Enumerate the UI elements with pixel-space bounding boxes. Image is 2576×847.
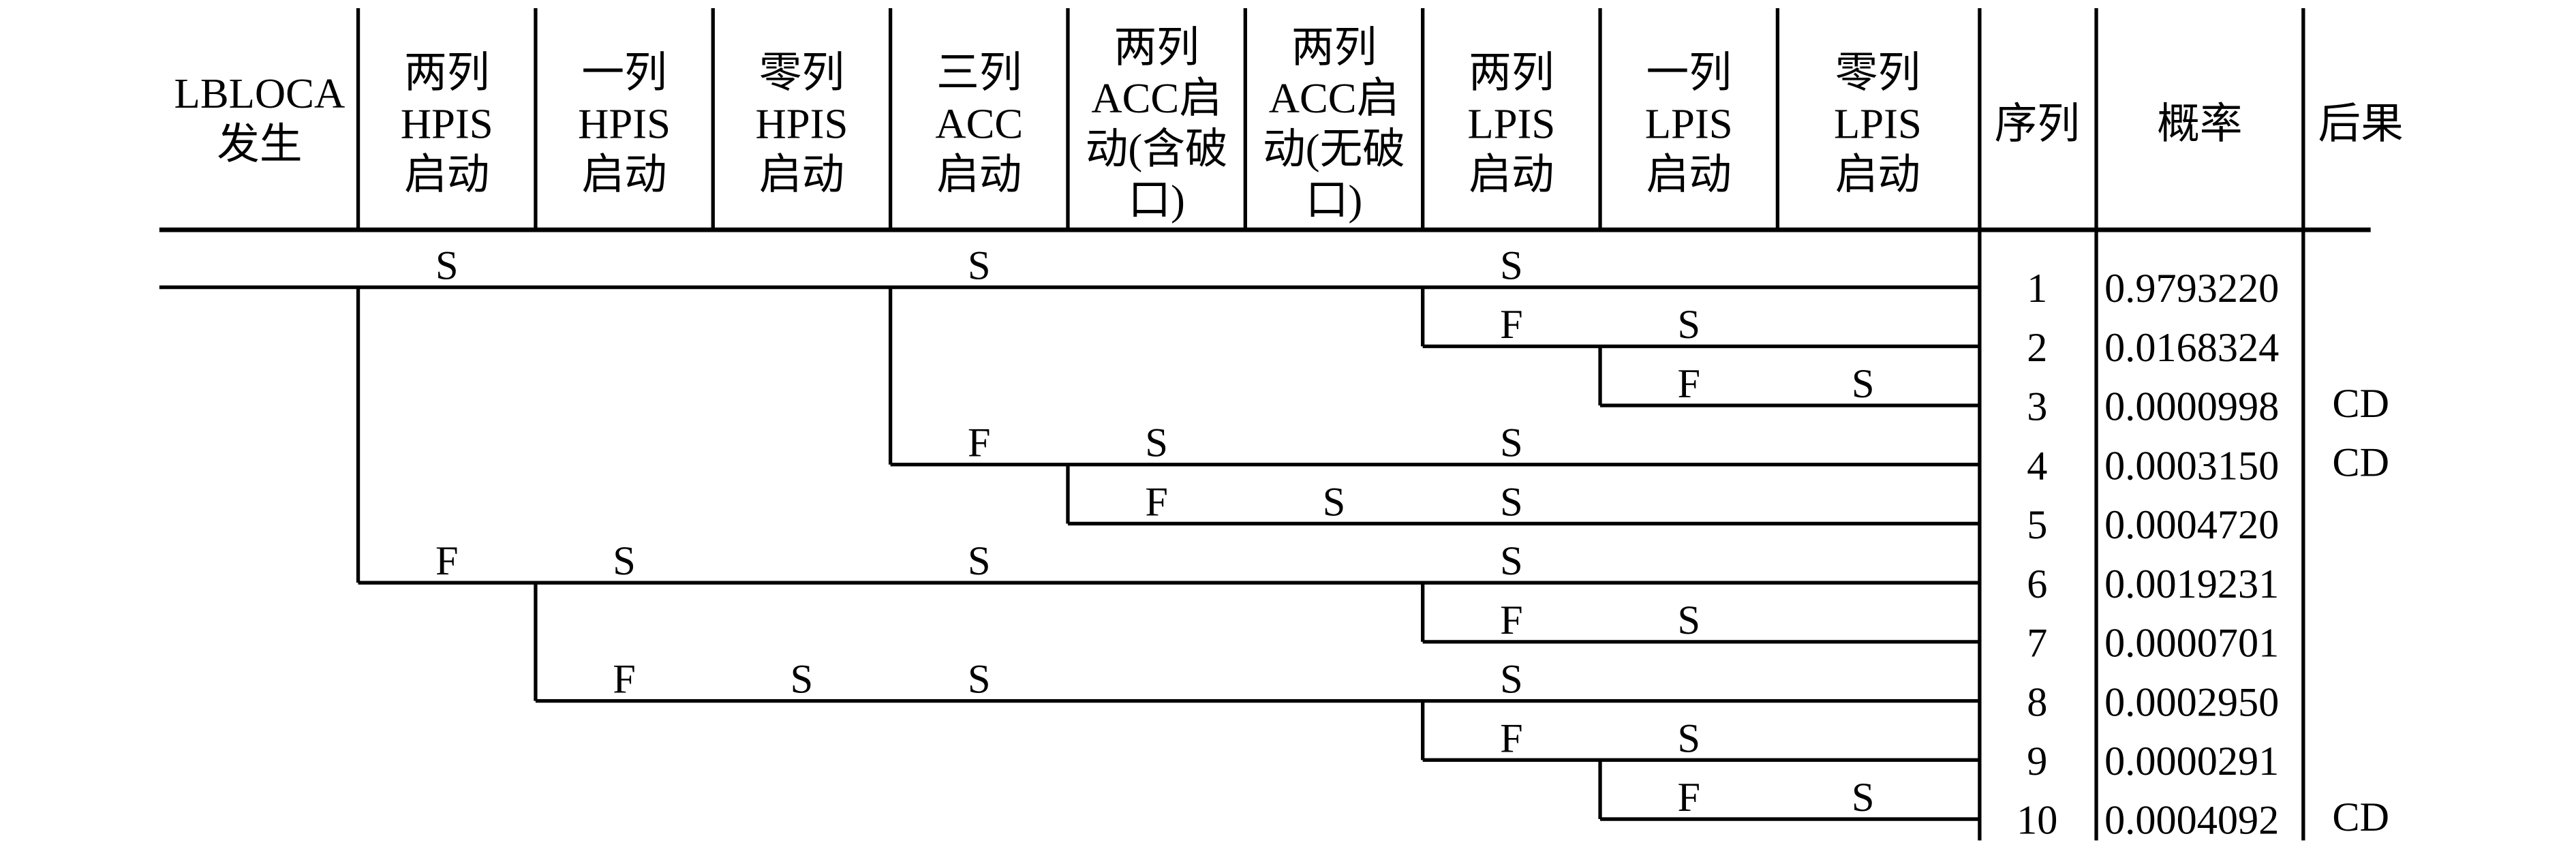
header-label-acc2b: 两列 [1291,23,1377,71]
header-label-hpis1: HPIS [578,99,671,147]
sequence-number: 5 [2027,502,2047,548]
header-label-hpis1: 启动 [581,151,666,198]
success-branch-label: S [1500,538,1523,584]
tree-lines [159,285,1980,821]
sequence-probability: 0.0000701 [2104,621,2279,666]
success-branch-label: S [1500,420,1523,466]
sequence-number: 6 [2027,561,2047,607]
success-branch-label: S [1323,479,1346,525]
header-label-acc2b: ACC启 [1269,74,1400,122]
sequence-probability: 0.0168324 [2104,325,2279,371]
success-branch-label: S [613,538,636,584]
header-label-acc2b: 动(无破 [1263,125,1405,173]
sequence-probability: 0.0002950 [2104,679,2279,725]
header-label-hpis0: 零列 [759,49,844,97]
failure-branch-label: F [435,538,459,584]
sequence-probability: 0.0004092 [2104,798,2279,844]
sequence-number: 3 [2027,384,2047,430]
success-branch-label: S [1145,420,1168,466]
success-branch-label: S [1852,361,1875,407]
success-branch-label: S [1677,715,1700,761]
header-label-acc2a: ACC启 [1091,74,1222,122]
header-label-acc3: ACC [935,99,1023,147]
header-label-lpis0: 零列 [1835,49,1920,97]
failure-branch-label: F [1677,775,1700,820]
sequence-probability: 0.0000291 [2104,739,2279,784]
success-branch-label: S [1500,657,1523,703]
header-label-seq: 序列 [1995,99,2080,147]
sequence-consequence: CD [2332,795,2389,840]
header-label-lpis2: 启动 [1469,151,1554,198]
success-branch-label: S [1677,302,1700,348]
success-branch-label: S [1500,479,1523,525]
header-label-acc3: 三列 [936,49,1022,97]
header-label-init: LBLOCA [174,70,346,117]
failure-branch-label: F [1677,361,1700,407]
sequence-probability: 0.0004720 [2104,502,2279,548]
success-branch-label: S [968,243,991,289]
header-label-acc2a: 动(含破 [1086,125,1228,173]
failure-branch-label: F [1500,302,1523,348]
header-label-lpis0: 启动 [1835,151,1920,198]
failure-branch-label: F [613,657,636,703]
header-label-lpis1: LPIS [1645,99,1733,147]
header-label-hpis0: 启动 [759,151,844,198]
header-label-lpis2: LPIS [1467,99,1555,147]
sequence-consequence: CD [2332,440,2389,486]
sequence-number: 9 [2027,739,2047,784]
failure-branch-label: F [1500,715,1523,761]
header-label-cons: 后果 [2318,99,2404,147]
header-label-hpis2: 启动 [404,151,489,198]
sequence-number: 2 [2027,325,2047,371]
success-branch-label: S [1677,598,1700,643]
header-label-lpis1: 一列 [1646,49,1732,97]
failure-branch-label: F [1145,479,1168,525]
sequence-probability: 0.0019231 [2104,561,2279,607]
sequence-number: 10 [2017,798,2057,844]
sequence-number: 7 [2027,621,2047,666]
sequence-number: 1 [2027,266,2047,311]
sequence-probability: 0.9793220 [2104,266,2279,311]
header-label-lpis0: LPIS [1834,99,1922,147]
header-row: LBLOCA发生两列HPIS启动一列HPIS启动零列HPIS启动三列ACC启动两… [159,8,2404,841]
header-label-init: 发生 [217,120,302,168]
header-label-hpis0: HPIS [756,99,848,147]
sequence-number: 8 [2027,679,2047,725]
header-label-lpis2: 两列 [1469,49,1554,97]
success-branch-label: S [791,657,814,703]
header-label-acc2a: 两列 [1114,23,1199,71]
header-label-lpis1: 启动 [1646,151,1732,198]
success-branch-label: S [1500,243,1523,289]
header-label-acc2b: 口) [1306,176,1363,224]
sequence-probability: 0.0003150 [2104,443,2279,489]
failure-branch-label: F [1500,598,1523,643]
success-branch-label: S [968,657,991,703]
failure-branch-label: F [968,420,991,466]
header-label-hpis2: HPIS [401,99,493,147]
success-branch-label: S [1852,775,1875,820]
header-label-acc3: 启动 [936,151,1022,198]
sequence-consequence: CD [2332,381,2389,427]
header-label-hpis2: 两列 [404,49,489,97]
sequence-probability: 0.0000998 [2104,384,2279,430]
header-label-acc2a: 口) [1128,176,1185,224]
success-branch-label: S [968,538,991,584]
header-label-hpis1: 一列 [581,49,666,97]
header-label-prob: 概率 [2157,99,2242,147]
success-branch-label: S [435,243,459,289]
sequence-number: 4 [2027,443,2047,489]
